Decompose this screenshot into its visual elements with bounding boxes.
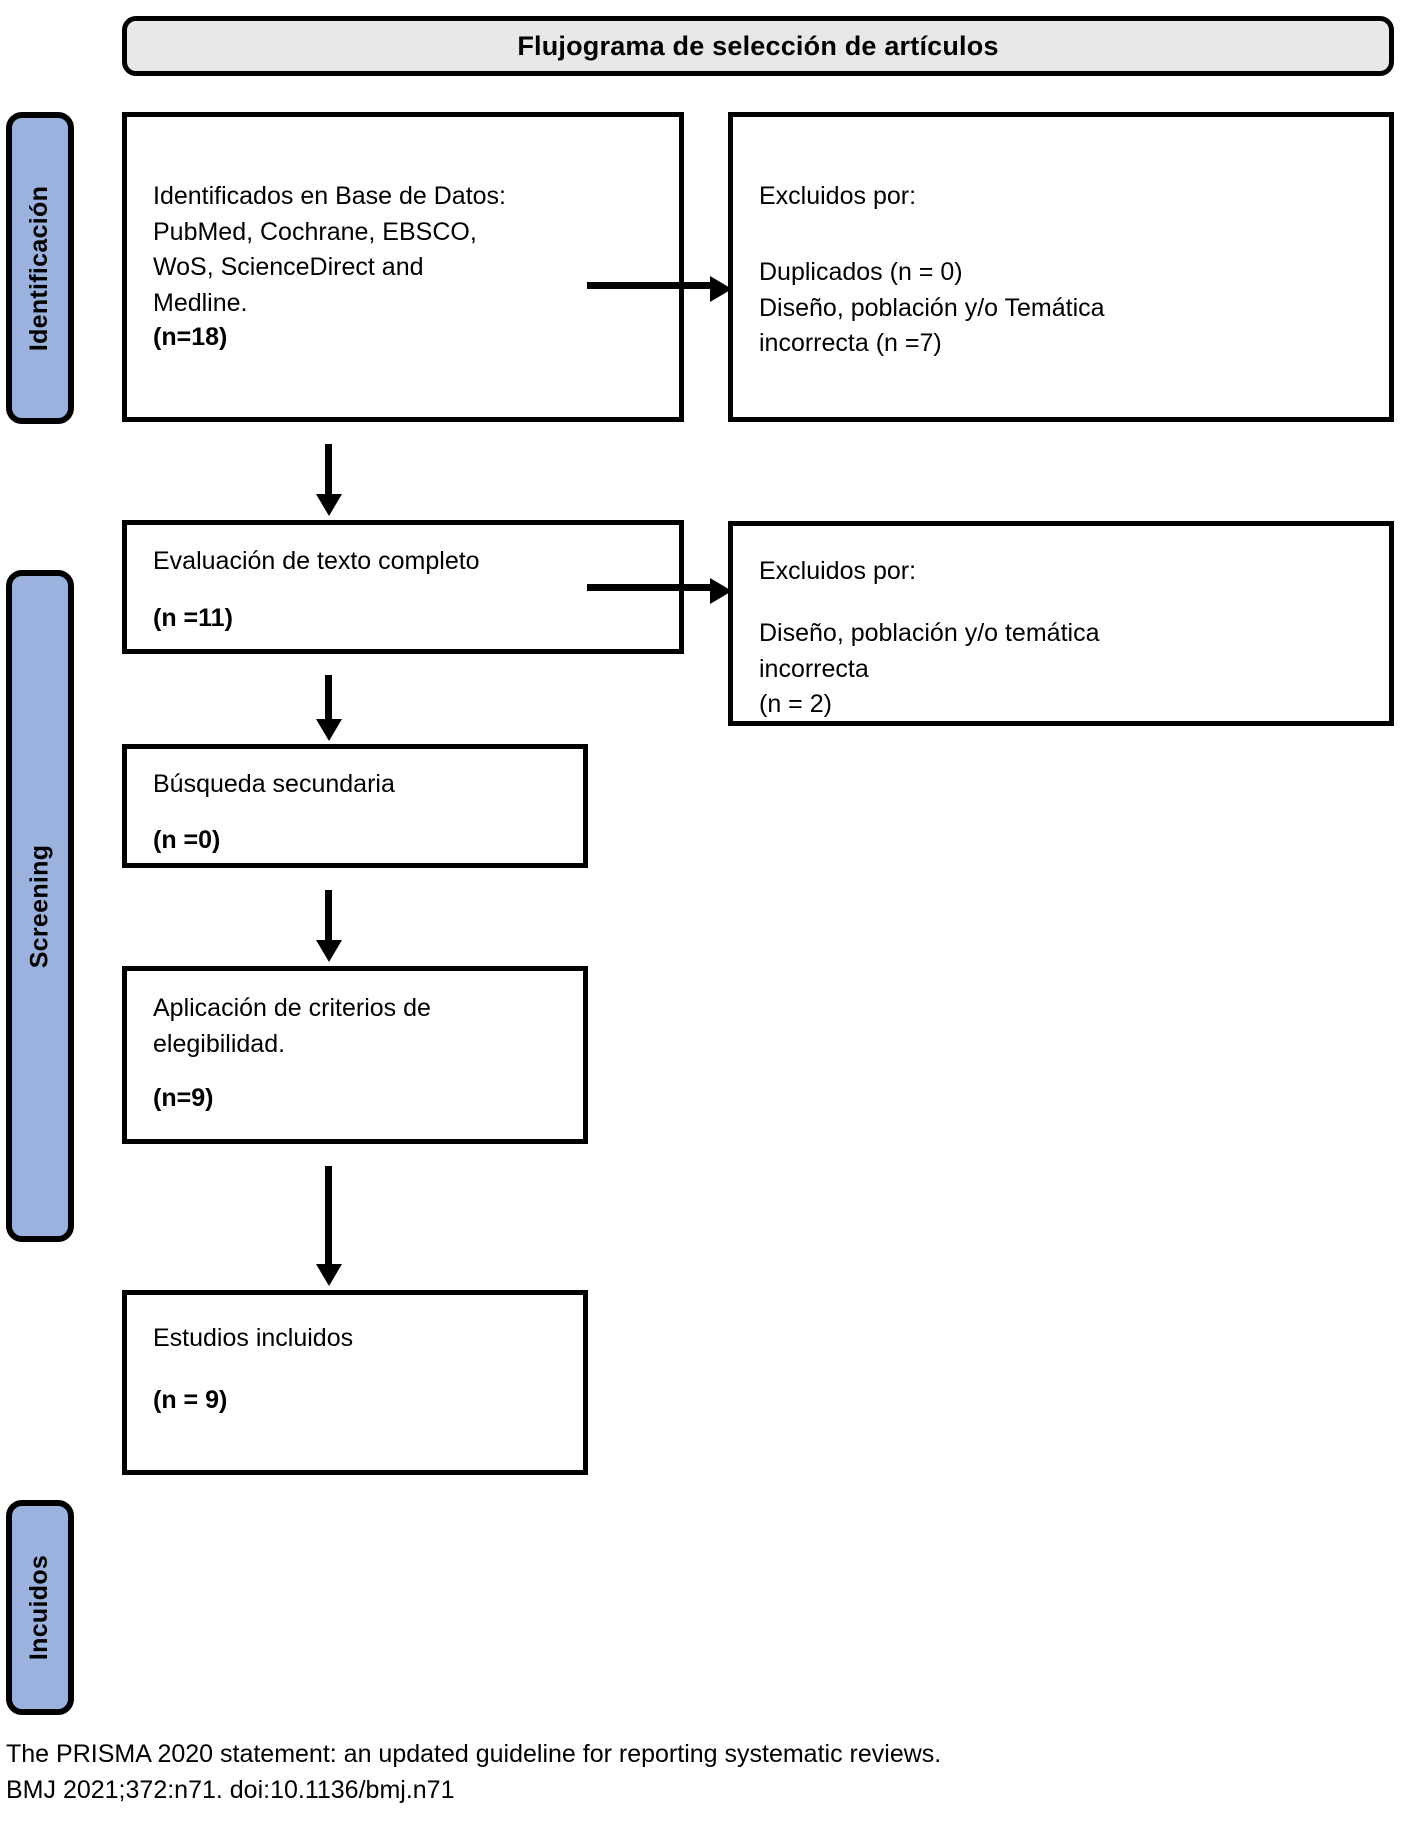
arrow-down-identificados-to-evaluacion-icon [316, 444, 342, 516]
arrow-right-evaluacion-to-excluidos-icon [587, 578, 732, 604]
footer-citation: The PRISMA 2020 statement: an updated gu… [6, 1736, 1396, 1809]
flow-box-excluidos-1-heading: Excluidos por: [759, 182, 917, 210]
flow-box-aplicacion-text: Aplicación de criterios de elegibilidad. [153, 994, 431, 1058]
stage-bar-incuidos: Incuidos [6, 1500, 74, 1715]
flow-box-estudios-count: (n = 9) [153, 1386, 228, 1414]
flow-box-estudios-text: Estudios incluidos [153, 1324, 354, 1352]
diagram-title-banner: Flujograma de selección de artículos [122, 16, 1394, 76]
diagram-title-text: Flujograma de selección de artículos [517, 30, 999, 61]
footer-citation-line-2: BMJ 2021;372:n71. doi:10.1136/bmj.n71 [6, 1776, 455, 1805]
stage-label-incuidos: Incuidos [25, 1554, 54, 1661]
stage-label-screening: Screening [25, 844, 54, 968]
flow-box-identificados-count: (n=18) [153, 323, 228, 351]
arrow-down-busqueda-to-aplicacion-icon [316, 890, 342, 962]
flow-box-evaluacion-text: Evaluación de texto completo [153, 547, 480, 575]
flow-box-estudios-incluidos: Estudios incluidos (n = 9) [122, 1290, 588, 1475]
footer-citation-line-1: The PRISMA 2020 statement: an updated gu… [6, 1740, 942, 1768]
stage-bar-identificacion: Identificación [6, 112, 74, 424]
flow-box-evaluacion-count: (n =11) [153, 604, 233, 632]
flow-box-aplicacion-count: (n=9) [153, 1084, 214, 1112]
flow-box-excluidos-1-reasons: Duplicados (n = 0) Diseño, población y/o… [759, 258, 1105, 357]
stage-bar-screening: Screening [6, 570, 74, 1242]
arrow-down-evaluacion-to-busqueda-icon [316, 675, 342, 741]
arrow-down-aplicacion-to-estudios-icon [316, 1166, 342, 1286]
flow-box-excluidos-screening: Excluidos por: Diseño, población y/o tem… [728, 521, 1394, 726]
flow-box-aplicacion-criterios: Aplicación de criterios de elegibilidad.… [122, 966, 588, 1144]
arrow-right-identificados-to-excluidos-icon [587, 276, 732, 302]
flow-box-busqueda-text: Búsqueda secundaria [153, 770, 395, 798]
flow-box-busqueda-count: (n =0) [153, 826, 221, 854]
flow-box-identificados-text: Identificados en Base de Datos: PubMed, … [153, 182, 507, 317]
flow-box-excluidos-identificacion: Excluidos por: Duplicados (n = 0) Diseño… [728, 112, 1394, 422]
flow-box-busqueda-secundaria: Búsqueda secundaria (n =0) [122, 744, 588, 868]
flow-box-excluidos-2-heading: Excluidos por: [759, 557, 917, 585]
stage-label-identificacion: Identificación [25, 185, 54, 351]
flow-box-identificados: Identificados en Base de Datos: PubMed, … [122, 112, 684, 422]
flow-box-excluidos-2-reasons: Diseño, población y/o temática incorrect… [759, 619, 1100, 718]
